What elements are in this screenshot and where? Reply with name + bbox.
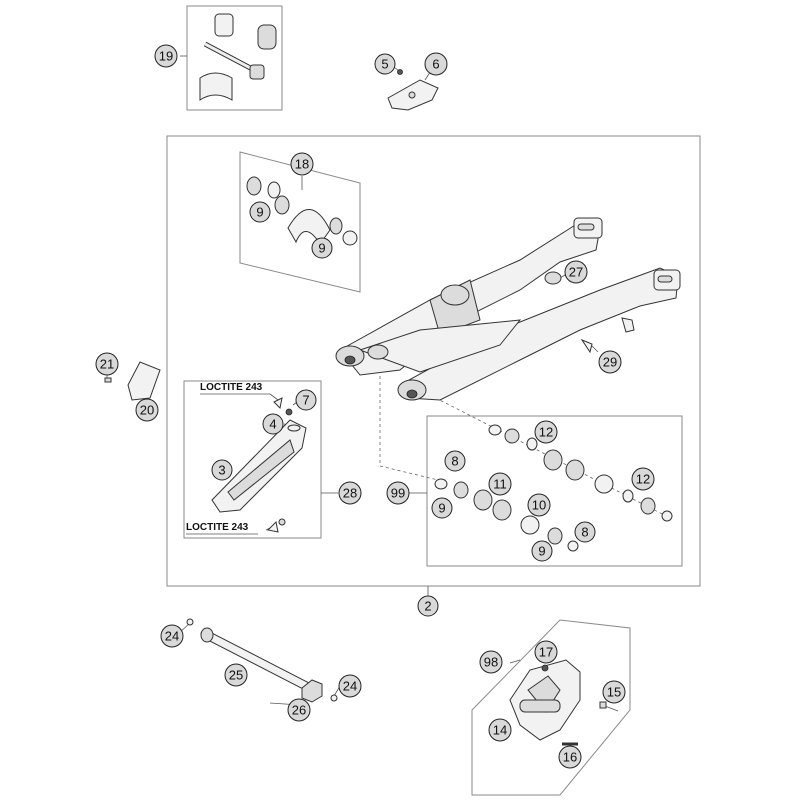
callout-14: 14 xyxy=(488,718,512,742)
swingarm-axle-25 xyxy=(186,618,338,703)
loctite-note-top: LOCTITE 243 xyxy=(200,382,263,393)
group-box-19 xyxy=(186,5,283,111)
svg-text:9: 9 xyxy=(538,544,545,559)
svg-text:28: 28 xyxy=(343,486,357,501)
svg-text:10: 10 xyxy=(532,498,546,513)
callout-20: 20 xyxy=(135,398,159,422)
main-assembly-box xyxy=(166,135,701,587)
svg-text:12: 12 xyxy=(636,472,650,487)
svg-text:4: 4 xyxy=(269,417,276,432)
svg-text:9: 9 xyxy=(256,205,263,220)
callout-28: 28 xyxy=(338,481,362,505)
chain-slider-28 xyxy=(211,397,307,533)
swingarm xyxy=(335,217,681,401)
callout-24-a: 24 xyxy=(160,624,184,648)
callout-10: 10 xyxy=(527,493,551,517)
svg-text:7: 7 xyxy=(302,393,309,408)
svg-text:3: 3 xyxy=(218,463,225,478)
callout-19: 19 xyxy=(154,44,178,68)
svg-text:26: 26 xyxy=(292,703,306,718)
callout-16: 16 xyxy=(558,745,582,769)
callout-3: 3 xyxy=(211,459,233,481)
svg-text:11: 11 xyxy=(493,477,507,492)
svg-text:25: 25 xyxy=(229,668,243,683)
svg-text:99: 99 xyxy=(391,486,405,501)
guard-20 xyxy=(104,361,161,401)
callout-29: 29 xyxy=(598,350,622,374)
svg-text:14: 14 xyxy=(493,723,507,738)
svg-text:29: 29 xyxy=(603,355,617,370)
svg-text:27: 27 xyxy=(569,265,583,280)
svg-text:9: 9 xyxy=(318,241,325,256)
pivot-bushing-set-18 xyxy=(246,176,358,246)
svg-text:20: 20 xyxy=(140,403,154,418)
callout-5: 5 xyxy=(374,53,396,75)
callout-17: 17 xyxy=(534,640,558,664)
svg-text:17: 17 xyxy=(539,645,553,660)
callout-8-b: 8 xyxy=(574,521,596,543)
chain-slider-piece-6 xyxy=(387,69,439,111)
callout-11: 11 xyxy=(488,472,512,496)
callout-24-b: 24 xyxy=(338,674,362,698)
svg-text:18: 18 xyxy=(295,157,309,172)
callout-6: 6 xyxy=(424,52,448,76)
callout-7: 7 xyxy=(295,389,317,411)
svg-text:24: 24 xyxy=(165,629,179,644)
svg-text:98: 98 xyxy=(484,655,498,670)
callout-26: 26 xyxy=(287,698,311,722)
svg-text:9: 9 xyxy=(438,501,445,516)
chain-guide-98 xyxy=(509,659,607,746)
loctite-note-bottom: LOCTITE 243 xyxy=(186,522,249,533)
callout-18: 18 xyxy=(290,152,314,176)
callout-99: 99 xyxy=(386,481,410,505)
svg-text:16: 16 xyxy=(563,750,577,765)
callout-21: 21 xyxy=(95,352,119,376)
svg-text:24: 24 xyxy=(343,679,357,694)
svg-text:6: 6 xyxy=(432,57,439,72)
callout-9-c: 9 xyxy=(431,497,453,519)
callout-12-a: 12 xyxy=(534,420,558,444)
callout-27: 27 xyxy=(564,260,588,284)
svg-text:19: 19 xyxy=(159,49,173,64)
callout-2: 2 xyxy=(417,595,439,617)
tab-29 xyxy=(580,338,593,354)
callout-98: 98 xyxy=(479,650,503,674)
svg-text:12: 12 xyxy=(539,425,553,440)
bushing-set-19 xyxy=(199,13,277,101)
callout-12-b: 12 xyxy=(631,467,655,491)
group-box-28 xyxy=(183,380,322,539)
bushing-27 xyxy=(544,271,562,285)
callout-25: 25 xyxy=(224,663,248,687)
svg-text:8: 8 xyxy=(451,454,458,469)
bearing-set-99 xyxy=(434,424,673,552)
callout-9-b: 9 xyxy=(311,237,333,259)
svg-text:8: 8 xyxy=(581,525,588,540)
group-box-99 xyxy=(426,415,683,567)
callout-9-a: 9 xyxy=(249,201,271,223)
svg-text:15: 15 xyxy=(607,685,621,700)
svg-text:2: 2 xyxy=(424,599,431,614)
callout-9-d: 9 xyxy=(531,540,553,562)
group-box-18 xyxy=(239,151,361,293)
leader-lines xyxy=(106,55,671,712)
callout-15: 15 xyxy=(602,680,626,704)
callout-8-a: 8 xyxy=(444,450,466,472)
svg-text:5: 5 xyxy=(381,57,388,72)
group-box-98 xyxy=(471,619,631,796)
svg-text:21: 21 xyxy=(100,357,114,372)
callout-4: 4 xyxy=(262,413,284,435)
